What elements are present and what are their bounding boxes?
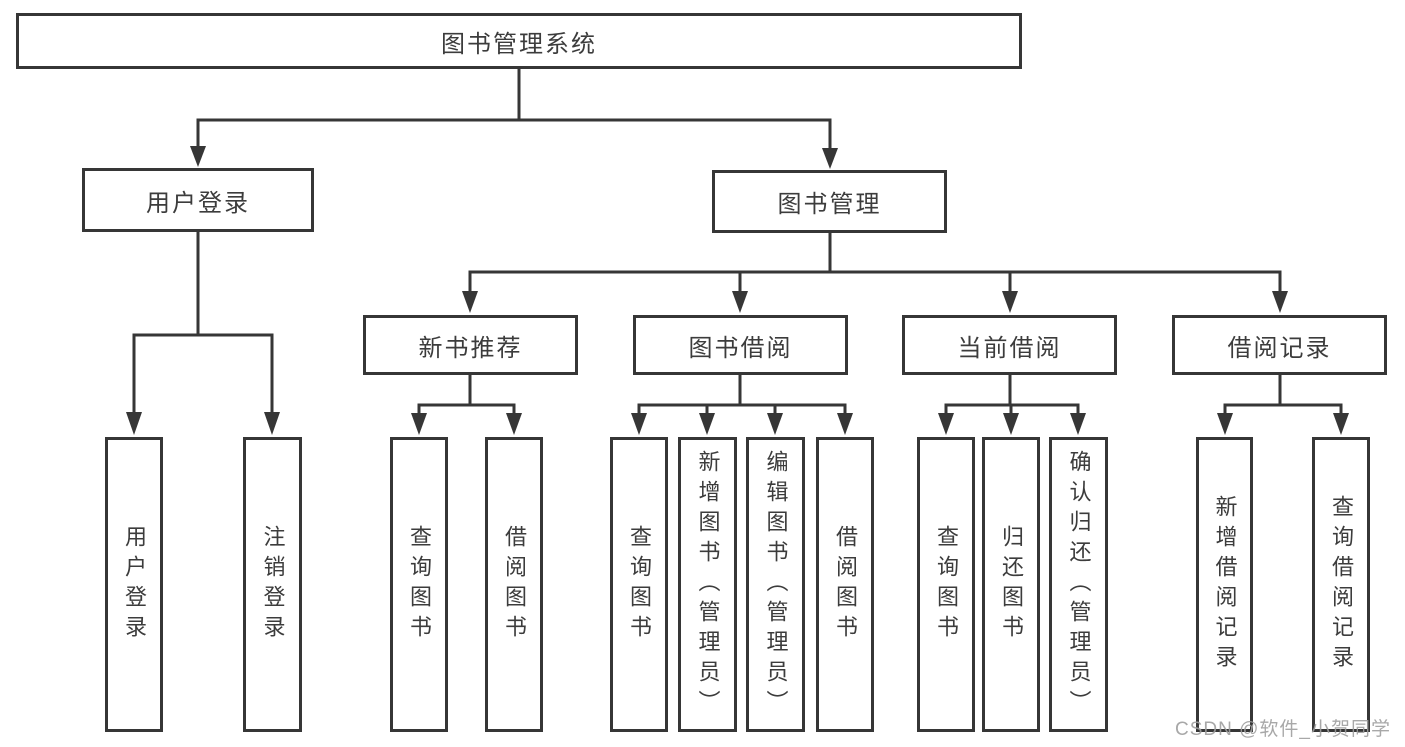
node-leaf-borrow-books-recommend: 借阅图书 [485, 437, 543, 732]
node-leaf-add-book-admin: 新增图书（管理员） [678, 437, 737, 732]
node-label: 新增图书（管理员） [695, 449, 721, 720]
node-label: 借阅图书 [502, 524, 527, 645]
node-leaf-edit-book-admin: 编辑图书（管理员） [746, 437, 805, 732]
node-borrowing-records: 借阅记录 [1172, 315, 1387, 375]
node-leaf-return-books: 归还图书 [982, 437, 1040, 732]
csdn-watermark: CSDN @软件_小贺同学 [1175, 719, 1391, 740]
node-user-login: 用户登录 [82, 168, 314, 232]
node-label: 新书推荐 [418, 334, 523, 362]
node-leaf-query-books-recommend: 查询图书 [390, 437, 448, 732]
node-label: 当前借阅 [957, 334, 1062, 362]
node-label: 编辑图书（管理员） [763, 449, 789, 720]
node-leaf-add-borrow-record: 新增借阅记录 [1196, 437, 1253, 732]
node-library-management-system: 图书管理系统 [16, 13, 1022, 69]
node-label: 归还图书 [999, 524, 1024, 645]
node-label: 新增借阅记录 [1212, 494, 1238, 675]
node-leaf-borrow-books-borrowing: 借阅图书 [816, 437, 874, 732]
node-book-management: 图书管理 [712, 170, 947, 233]
node-label: 用户登录 [122, 524, 147, 645]
node-label: 注销登录 [260, 524, 286, 645]
node-label: 查询借阅记录 [1329, 494, 1354, 675]
node-new-book-recommend: 新书推荐 [363, 315, 578, 375]
node-label: 借阅图书 [833, 524, 858, 645]
node-leaf-query-books-borrowing: 查询图书 [610, 437, 668, 732]
node-label: 图书管理系统 [441, 30, 597, 58]
node-label: 确认归还（管理员） [1066, 449, 1092, 720]
node-leaf-user-login: 用户登录 [105, 437, 163, 732]
node-leaf-confirm-return-admin: 确认归还（管理员） [1049, 437, 1108, 732]
node-label: 借阅记录 [1227, 334, 1332, 362]
node-leaf-query-borrow-record: 查询借阅记录 [1312, 437, 1370, 732]
node-leaf-query-books-current: 查询图书 [917, 437, 975, 732]
node-label: 图书管理 [777, 191, 882, 218]
node-current-borrowing: 当前借阅 [902, 315, 1117, 375]
node-label: 图书借阅 [688, 334, 793, 362]
node-label: 查询图书 [934, 524, 959, 645]
node-book-borrowing: 图书借阅 [633, 315, 848, 375]
node-label: 查询图书 [627, 524, 652, 645]
node-label: 用户登录 [146, 189, 250, 217]
node-label: 查询图书 [407, 524, 432, 645]
node-leaf-logout: 注销登录 [243, 437, 302, 732]
